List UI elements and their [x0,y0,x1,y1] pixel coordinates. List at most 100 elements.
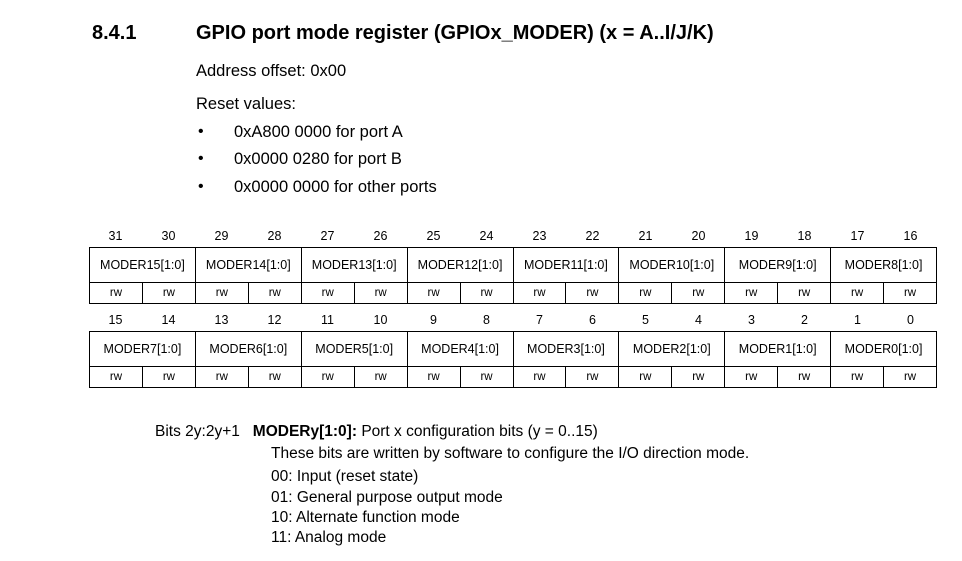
access-cell: rw [459,282,514,304]
bit-number: 29 [214,229,229,243]
bit-number: 12 [267,313,282,327]
bit-numbers-upper: 31 30 29 28 27 26 25 24 23 22 21 20 19 1… [89,229,937,245]
access-cell: rw [724,366,779,388]
bits-range-label: Bits 2y:2y+1 [155,423,240,440]
access-cell: rw [618,282,673,304]
bit-number: 20 [691,229,706,243]
access-cell: rw [565,366,620,388]
register-field: MODER9[1:0] [724,247,832,283]
register-field: MODER7[1:0] [89,331,196,367]
access-cell: rw [194,282,249,304]
mode-output: 01: General purpose output mode [271,489,503,506]
description-line: These bits are written by software to co… [271,445,750,462]
access-cell: rw [247,282,302,304]
bit-number: 22 [585,229,600,243]
access-cell: rw [406,282,461,304]
access-cell: rw [883,366,937,388]
bit-number: 3 [748,313,755,327]
access-cell: rw [89,366,143,388]
bit-number: 31 [108,229,123,243]
section-number: 8.4.1 [92,22,137,44]
bit-number: 25 [426,229,441,243]
bit-number: 23 [532,229,547,243]
access-cell: rw [777,282,832,304]
bit-number: 6 [589,313,596,327]
access-cell: rw [406,366,461,388]
access-cell: rw [141,282,196,304]
register-field: MODER6[1:0] [194,331,302,367]
access-cell: rw [565,282,620,304]
address-offset: Address offset: 0x00 [196,62,347,80]
register-fields-row: MODER15[1:0] MODER14[1:0] MODER13[1:0] M… [89,247,937,283]
bit-number: 7 [536,313,543,327]
access-cell: rw [194,366,249,388]
access-cell: rw [512,282,567,304]
register-field: MODER0[1:0] [830,331,937,367]
bit-number: 13 [214,313,229,327]
access-cell: rw [830,366,885,388]
register-access-row: rw rw rw rw rw rw rw rw rw rw rw rw rw r… [89,282,937,304]
mode-alternate-function: 10: Alternate function mode [271,509,460,526]
bit-numbers-lower: 15 14 13 12 11 10 9 8 7 6 5 4 3 2 1 0 [89,313,937,329]
bit-number: 5 [642,313,649,327]
bit-number: 16 [903,229,918,243]
register-field: MODER3[1:0] [512,331,620,367]
bullet-icon: • [198,123,204,140]
mode-input: 00: Input (reset state) [271,468,419,485]
access-cell: rw [300,366,355,388]
bit-number: 17 [850,229,865,243]
access-cell: rw [247,366,302,388]
access-cell: rw [671,366,726,388]
access-cell: rw [141,366,196,388]
bit-number: 27 [320,229,335,243]
bit-number: 18 [797,229,812,243]
access-cell: rw [618,366,673,388]
mode-analog: 11: Analog mode [271,529,387,546]
field-name: MODERy[1:0]: [252,423,357,440]
bit-number: 2 [801,313,808,327]
register-field: MODER5[1:0] [300,331,408,367]
register-field: MODER10[1:0] [618,247,726,283]
access-cell: rw [724,282,779,304]
bit-number: 4 [695,313,702,327]
access-cell: rw [89,282,143,304]
reset-value-port-a: 0xA800 0000 for port A [234,123,403,141]
access-cell: rw [830,282,885,304]
access-cell: rw [353,282,408,304]
bit-number: 11 [321,313,334,327]
bit-number: 8 [483,313,490,327]
reset-value-port-b: 0x0000 0280 for port B [234,150,402,168]
bit-number: 9 [430,313,437,327]
access-cell: rw [883,282,937,304]
bit-number: 30 [161,229,176,243]
register-table-lower: MODER7[1:0] MODER6[1:0] MODER5[1:0] MODE… [89,331,937,388]
bullet-icon: • [198,178,204,195]
bit-description-header: Bits 2y:2y+1 MODERy[1:0]: Port x configu… [155,423,598,441]
reset-value-other-ports: 0x0000 0000 for other ports [234,178,437,196]
bit-number: 14 [161,313,176,327]
register-fields-row: MODER7[1:0] MODER6[1:0] MODER5[1:0] MODE… [89,331,937,367]
access-cell: rw [777,366,832,388]
register-field: MODER15[1:0] [89,247,196,283]
register-field: MODER11[1:0] [512,247,620,283]
bullet-icon: • [198,150,204,167]
bit-number: 0 [907,313,914,327]
register-access-row: rw rw rw rw rw rw rw rw rw rw rw rw rw r… [89,366,937,388]
register-field: MODER12[1:0] [406,247,514,283]
register-field: MODER8[1:0] [830,247,937,283]
bit-number: 15 [108,313,123,327]
bit-number: 1 [854,313,861,327]
register-table-upper: MODER15[1:0] MODER14[1:0] MODER13[1:0] M… [89,247,937,304]
reset-values-label: Reset values: [196,95,296,113]
register-field: MODER2[1:0] [618,331,726,367]
register-field: MODER4[1:0] [406,331,514,367]
access-cell: rw [459,366,514,388]
access-cell: rw [353,366,408,388]
bit-number: 26 [373,229,388,243]
register-field: MODER14[1:0] [194,247,302,283]
bit-number: 28 [267,229,282,243]
bit-number: 19 [744,229,759,243]
access-cell: rw [512,366,567,388]
access-cell: rw [671,282,726,304]
bit-number: 10 [373,313,388,327]
